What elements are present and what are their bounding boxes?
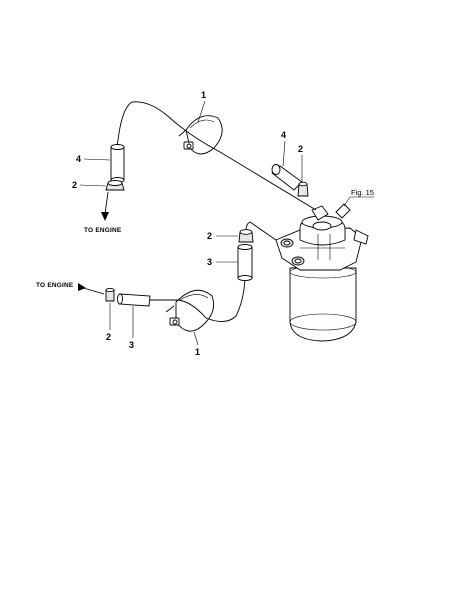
hose-mid [237, 244, 253, 281]
callout-clamp-bottom: 1 [195, 347, 200, 357]
callout-clip-bottom-left: 2 [106, 332, 111, 342]
callout-clamp-top: 1 [201, 90, 206, 100]
hose-clamp-top [178, 115, 223, 155]
callout-clip-top-left: 2 [72, 180, 77, 190]
hose-bottom-left [117, 293, 151, 307]
to-engine-arrow-top [101, 191, 109, 221]
to-engine-arrow-bottom [78, 283, 105, 295]
hose-clip-top-right [297, 181, 309, 197]
hose-clip-mid [238, 229, 254, 243]
callout-hose-top-left: 4 [76, 154, 81, 164]
hose-clip-top-left [105, 180, 125, 191]
to-engine-label-bottom: TO ENGINE [36, 282, 74, 289]
callout-leaders [79, 100, 374, 346]
callout-hose-bottom-left: 3 [129, 340, 134, 350]
to-engine-label-top: TO ENGINE [84, 227, 122, 234]
callout-hose-top-right: 4 [281, 130, 286, 140]
callout-hose-mid: 3 [207, 257, 212, 267]
top-fuel-line [116, 101, 317, 211]
callout-clip-top-right: 2 [298, 144, 303, 154]
hose-clamp-bottom [165, 289, 215, 332]
bottom-fuel-line [150, 221, 277, 322]
fuel-filter-assembly [275, 203, 369, 342]
callout-clip-mid: 2 [207, 231, 212, 241]
hose-top-left [110, 144, 125, 183]
fig-reference-label: Fig. 15 [351, 188, 374, 197]
hose-clip-bottom-left [105, 287, 115, 302]
